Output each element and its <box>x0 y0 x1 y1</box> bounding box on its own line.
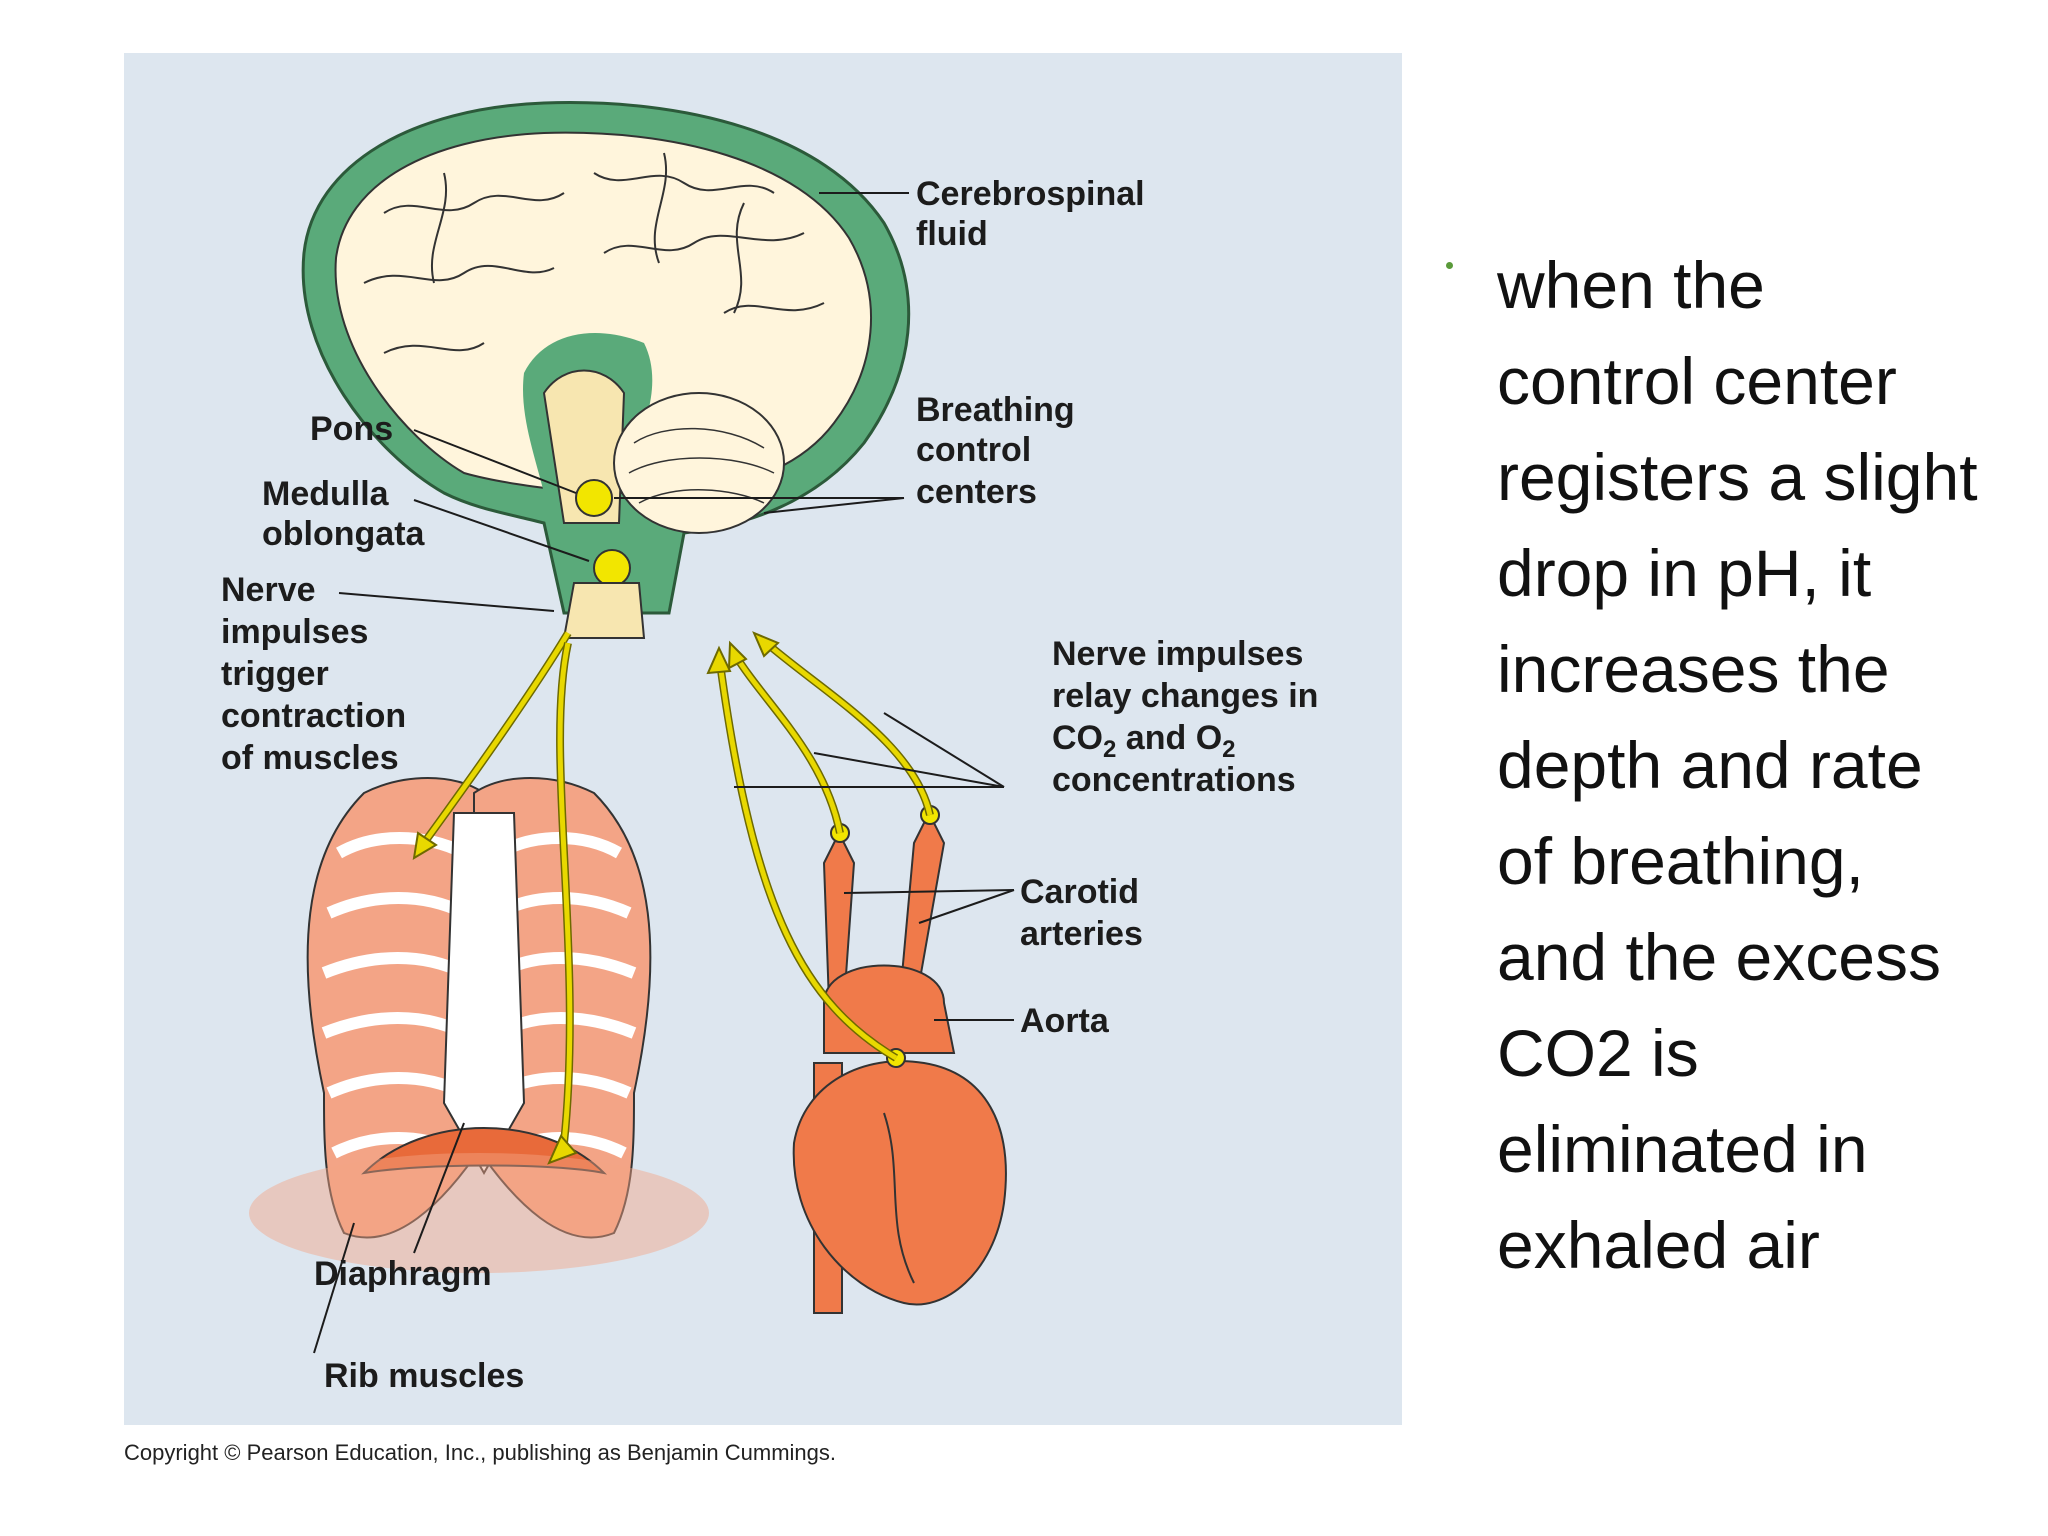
nerve-to-rib-muscles <box>421 631 571 845</box>
diagram-illustration: Cerebrospinal fluid Breathing control ce… <box>221 101 1318 1395</box>
label-aorta: Aorta <box>1020 1002 1110 1040</box>
label-medulla-2: oblongata <box>262 515 426 553</box>
label-carotid-1: Carotid <box>1020 873 1139 911</box>
bullet-text: when the control center registers a slig… <box>1497 248 1978 1282</box>
leader-relay-b <box>813 752 1005 788</box>
right-rib-muscles <box>473 777 652 1239</box>
label-breathing-1: Breathing <box>916 391 1075 429</box>
label-diaphragm: Diaphragm <box>314 1255 492 1293</box>
label-rib-muscles: Rib muscles <box>324 1357 524 1395</box>
leader-diaphragm <box>413 1122 465 1254</box>
brain-folds <box>363 152 825 354</box>
rib-cage-illustration <box>249 777 709 1273</box>
label-breathing-2: control <box>916 431 1031 469</box>
label-carotid-2: arteries <box>1020 915 1143 953</box>
leader-lines <box>313 192 1015 1354</box>
leader-relay-c <box>883 712 1005 788</box>
leader-medulla <box>413 499 590 562</box>
arrow-rib-muscles <box>412 831 438 860</box>
nerve-pathways <box>412 630 934 1165</box>
leader-pons <box>413 429 577 494</box>
leader-nerve-impulses <box>338 592 555 612</box>
label-pons: Pons <box>310 410 393 448</box>
pons-center-dot <box>575 479 613 517</box>
nerve-from-right-carotid <box>762 639 933 816</box>
arrow-diaphragm <box>547 1134 578 1165</box>
nerve-to-diaphragm <box>557 642 573 1144</box>
leader-carotid-b <box>918 889 1015 924</box>
sternum <box>442 812 526 1176</box>
brain-illustration <box>301 101 911 639</box>
medulla-center-dot <box>593 549 631 587</box>
nerve-from-left-carotid <box>731 651 843 834</box>
label-relay-3: CO2 and O2 <box>1052 719 1236 763</box>
label-relay-1: Nerve impulses <box>1052 635 1303 673</box>
diagram-labels: Cerebrospinal fluid Breathing control ce… <box>221 175 1318 1395</box>
arrow-aorta-to-brain <box>706 645 732 675</box>
label-nerve-trigger-2: impulses <box>221 613 368 651</box>
label-cerebrospinal-1: Cerebrospinal <box>916 175 1145 213</box>
label-nerve-trigger-5: of muscles <box>221 739 399 777</box>
label-medulla-1: Medulla <box>262 475 390 513</box>
spinal-cord-top <box>562 582 646 639</box>
label-breathing-3: centers <box>916 473 1037 511</box>
cerebellum <box>613 392 785 534</box>
label-nerve-trigger-3: trigger <box>221 655 329 693</box>
aorta-arch <box>823 964 956 1054</box>
arrow-left-carotid <box>727 640 748 670</box>
heart-vessel-line <box>883 1112 915 1284</box>
leader-carotid-a <box>843 889 1015 894</box>
respiratory-control-diagram: Cerebrospinal fluid Breathing control ce… <box>124 53 1402 1425</box>
heart <box>792 1060 1007 1306</box>
leader-rib-muscles <box>313 1222 355 1354</box>
heart-illustration <box>792 805 1007 1314</box>
diaphragm-band <box>249 1153 709 1273</box>
label-nerve-trigger-1: Nerve <box>221 571 316 609</box>
diaphragm-shape <box>361 1127 608 1175</box>
copyright-notice: Copyright © Pearson Education, Inc., pub… <box>124 1440 837 1465</box>
bullet-point-marker <box>1446 262 1453 269</box>
label-relay-2: relay changes in <box>1052 677 1318 715</box>
nerve-from-aorta <box>717 662 898 1061</box>
label-cerebrospinal-2: fluid <box>916 215 988 253</box>
label-relay-4: concentrations <box>1052 761 1296 799</box>
leader-breathing-centers-b <box>763 497 905 514</box>
arrow-right-carotid <box>752 631 780 658</box>
label-nerve-trigger-4: contraction <box>221 697 406 735</box>
